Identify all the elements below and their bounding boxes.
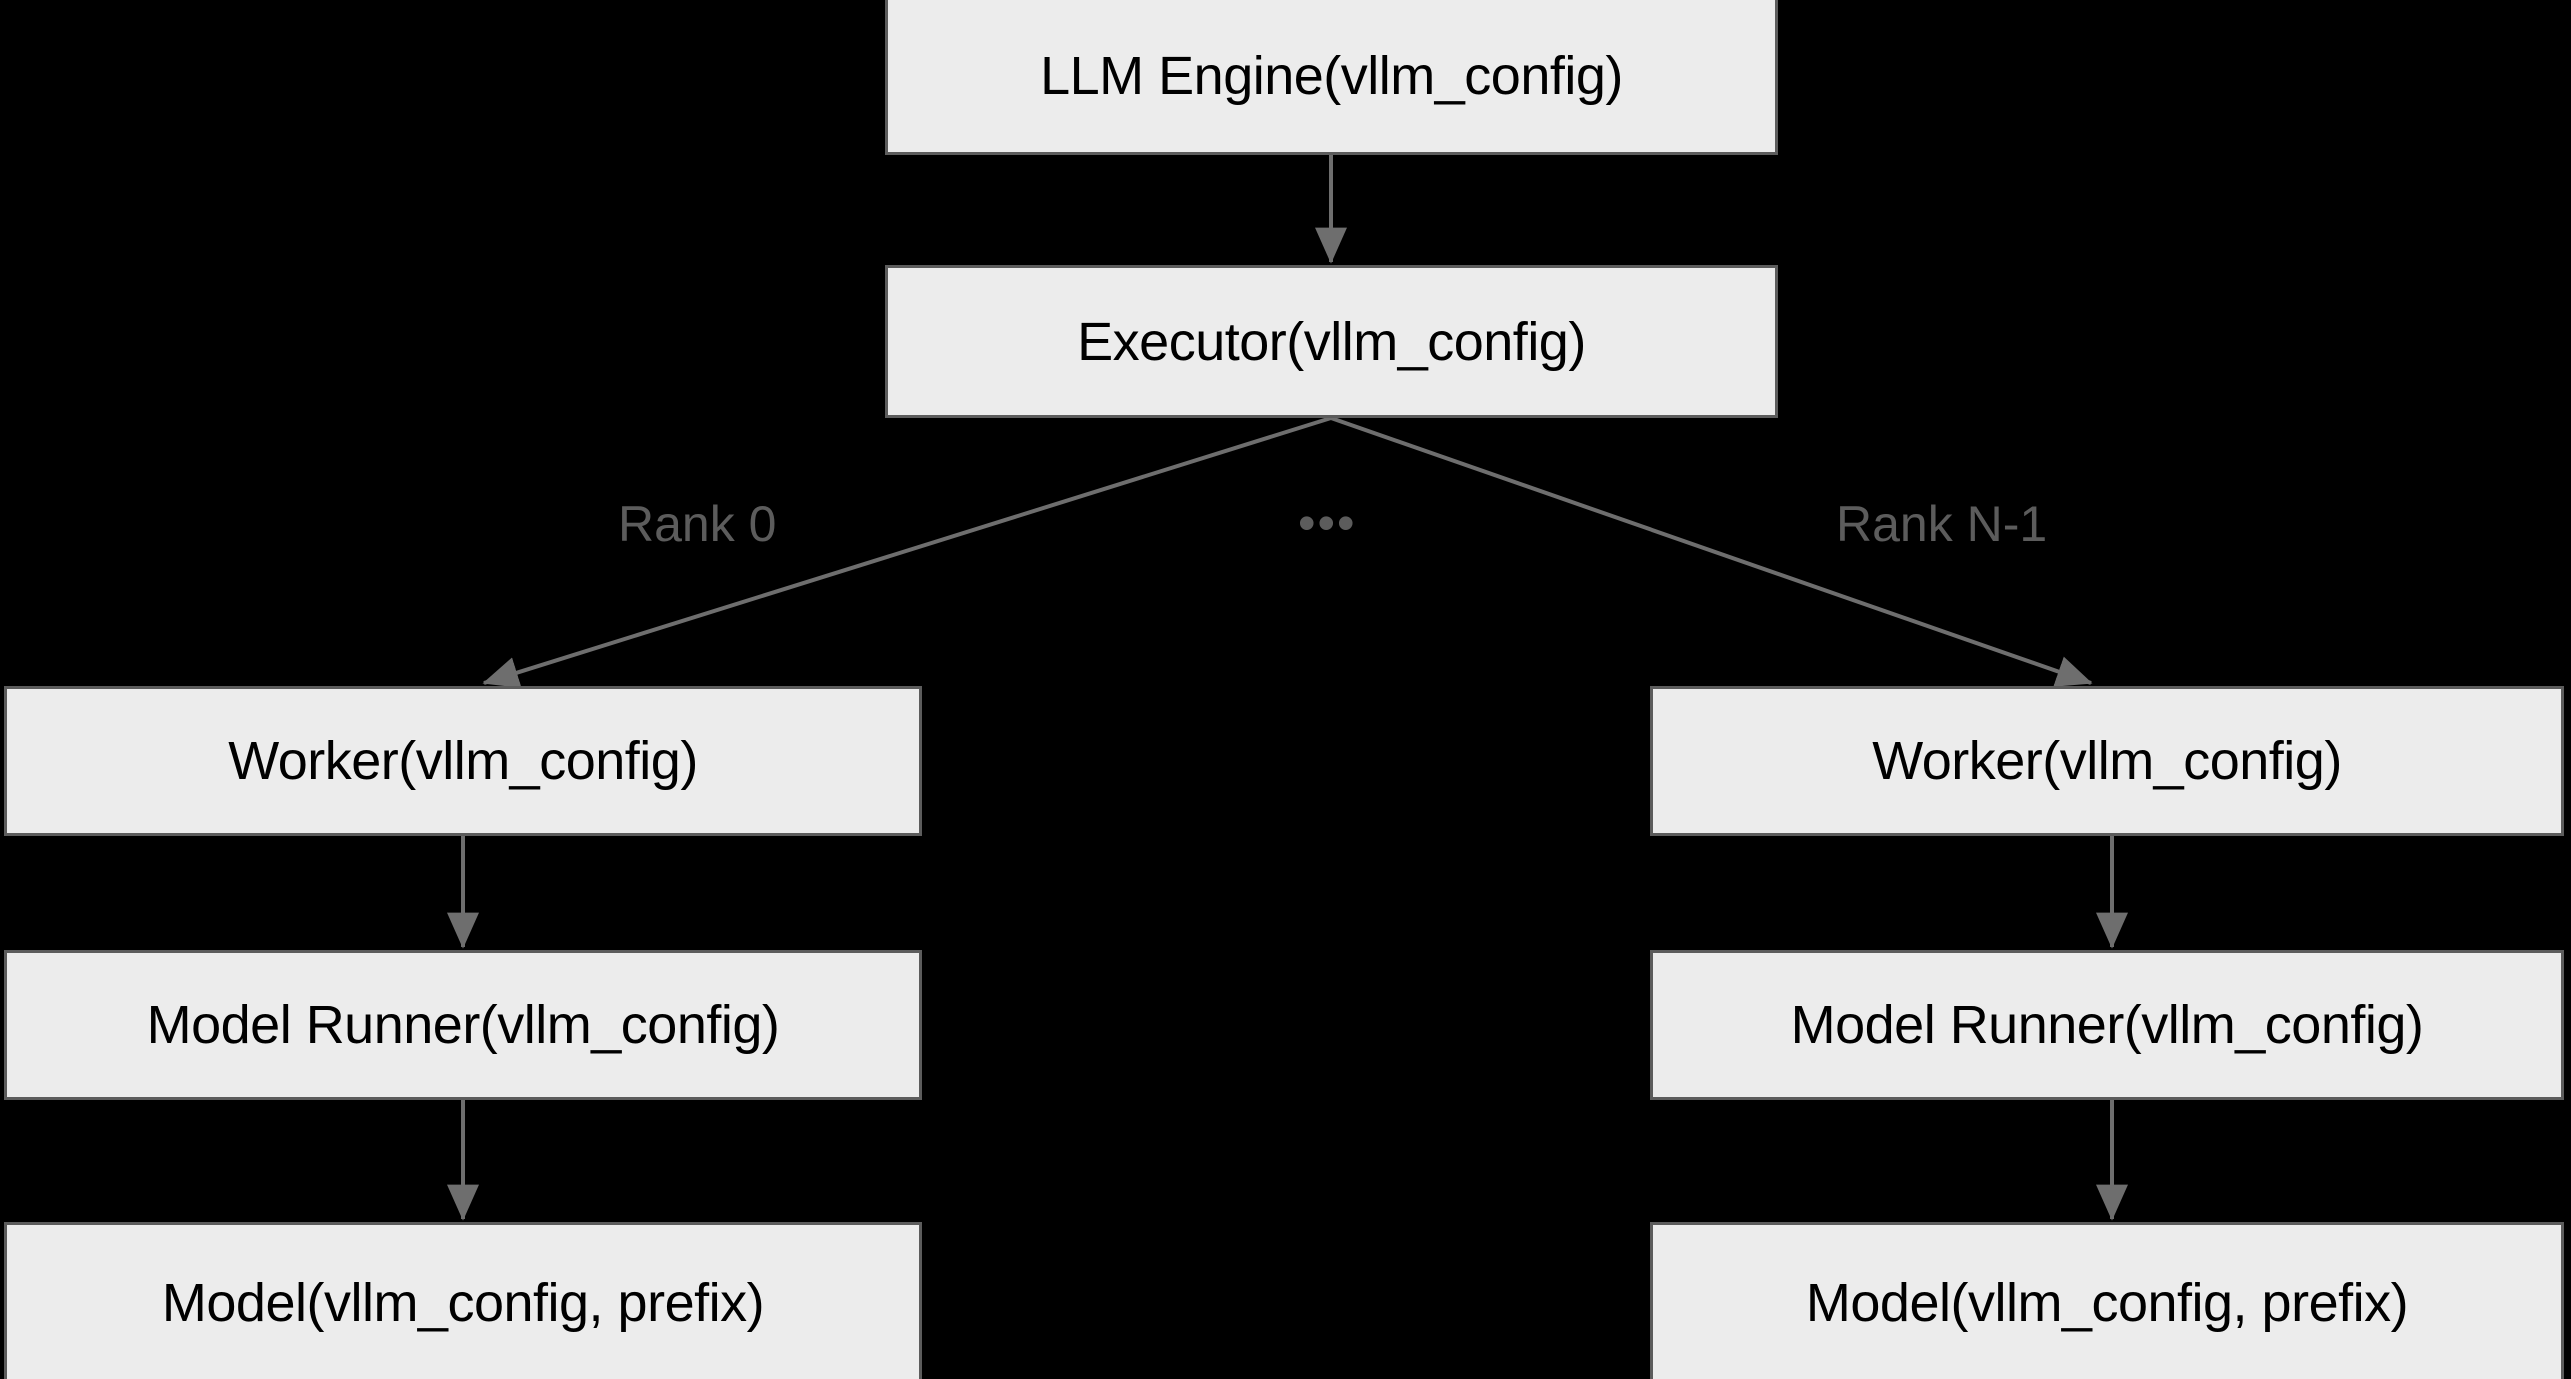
edge-label-rank-ellipsis: ••• — [1298, 495, 1357, 551]
node-executor[interactable]: Executor(vllm_config) — [885, 265, 1778, 418]
edge-executor-to-worker-left — [482, 416, 1332, 688]
edge-label-rank-n-minus-1: Rank N-1 — [1836, 496, 2048, 552]
node-model-runner-rank-n-minus-1[interactable]: Model Runner(vllm_config) — [1650, 950, 2564, 1100]
node-model-rank-n-minus-1[interactable]: Model(vllm_config, prefix) — [1650, 1222, 2564, 1379]
node-model-rank-0[interactable]: Model(vllm_config, prefix) — [4, 1222, 922, 1379]
node-model-runner-rank-0[interactable]: Model Runner(vllm_config) — [4, 950, 922, 1100]
edge-label-rank-0: Rank 0 — [618, 496, 777, 552]
node-worker-rank-0[interactable]: Worker(vllm_config) — [4, 686, 922, 836]
node-llm-engine[interactable]: LLM Engine(vllm_config) — [885, 0, 1778, 155]
node-worker-rank-n-minus-1[interactable]: Worker(vllm_config) — [1650, 686, 2564, 836]
